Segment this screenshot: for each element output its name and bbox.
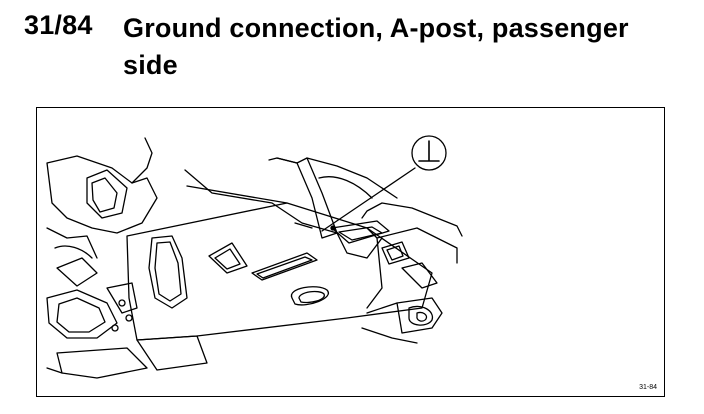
rear-structure	[46, 137, 158, 259]
a-post	[268, 157, 463, 289]
ground-symbol-icon	[418, 140, 440, 162]
page-heading: 31/84 Ground connection, A-post, passeng…	[0, 8, 704, 88]
illustration	[46, 135, 463, 379]
leader-line	[321, 167, 416, 232]
figure-code: 31-84	[639, 384, 657, 391]
lower-left-details	[46, 257, 148, 379]
ground-callout	[411, 135, 447, 171]
page-title: Ground connection, A-post, passenger sid…	[123, 13, 629, 80]
right-bracket	[361, 297, 443, 344]
illustration-frame: 31-84	[36, 107, 665, 397]
section-number: 31/84	[24, 10, 93, 40]
floor-panel	[126, 169, 433, 371]
